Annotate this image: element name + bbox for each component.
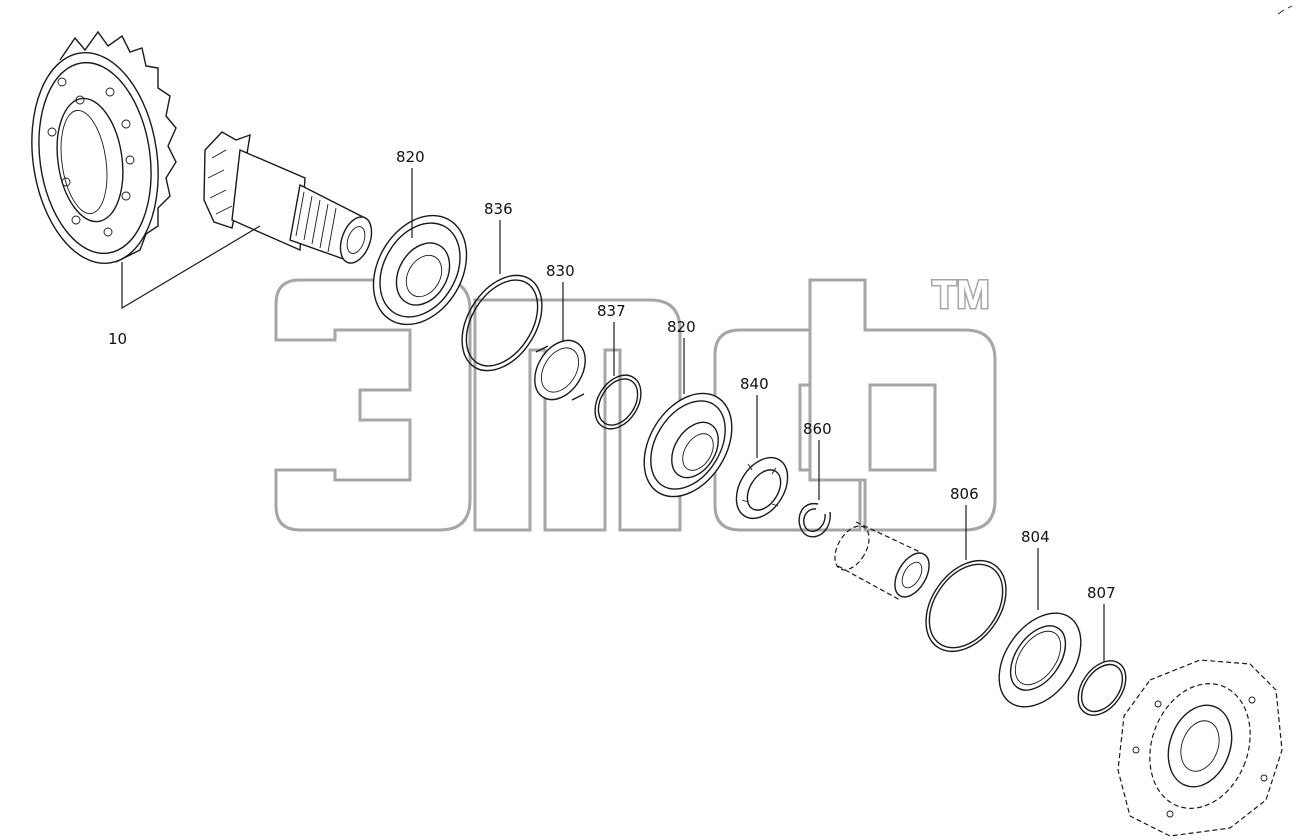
watermark-glyph-m: [473, 298, 682, 532]
ring-gear: [31, 30, 177, 265]
watermark-glyph-3: [274, 278, 472, 532]
callout-10: 10: [108, 330, 127, 348]
leader-lines: [121, 168, 1105, 662]
callout-820-b: 820: [667, 318, 696, 336]
pinion-shaft: [203, 131, 373, 264]
o-ring-806: [925, 559, 1007, 653]
callout-837: 837: [597, 302, 626, 320]
coupling-sleeve: [834, 521, 930, 601]
callout-807: 807: [1087, 584, 1116, 602]
spacer-sleeve-830: [534, 339, 586, 401]
watermark-logo: TM: [274, 272, 997, 532]
callout-804: 804: [1021, 528, 1050, 546]
watermark-glyph-b: [808, 278, 997, 532]
callout-820-a: 820: [396, 148, 425, 166]
trademark-symbol: TM: [932, 273, 990, 317]
shim-837: [594, 374, 642, 430]
callout-840: 840: [740, 375, 769, 393]
tapered-roller-bearing-b: [643, 392, 733, 498]
seal-ring-804: [998, 612, 1082, 708]
callouts: 10 820 836 830 837 820 840 860 806 804 8…: [108, 148, 1116, 602]
tapered-roller-bearing-a: [372, 214, 468, 326]
corner-mark: [1277, 5, 1293, 15]
o-ring-836: [461, 274, 543, 372]
circlip-860: [798, 503, 831, 538]
housing-cover: [1117, 659, 1283, 837]
callout-830: 830: [546, 262, 575, 280]
callout-860: 860: [803, 420, 832, 438]
slotted-nut-840: [735, 456, 789, 520]
callout-836: 836: [484, 200, 513, 218]
o-ring-807: [1077, 660, 1127, 716]
callout-806: 806: [950, 485, 979, 503]
